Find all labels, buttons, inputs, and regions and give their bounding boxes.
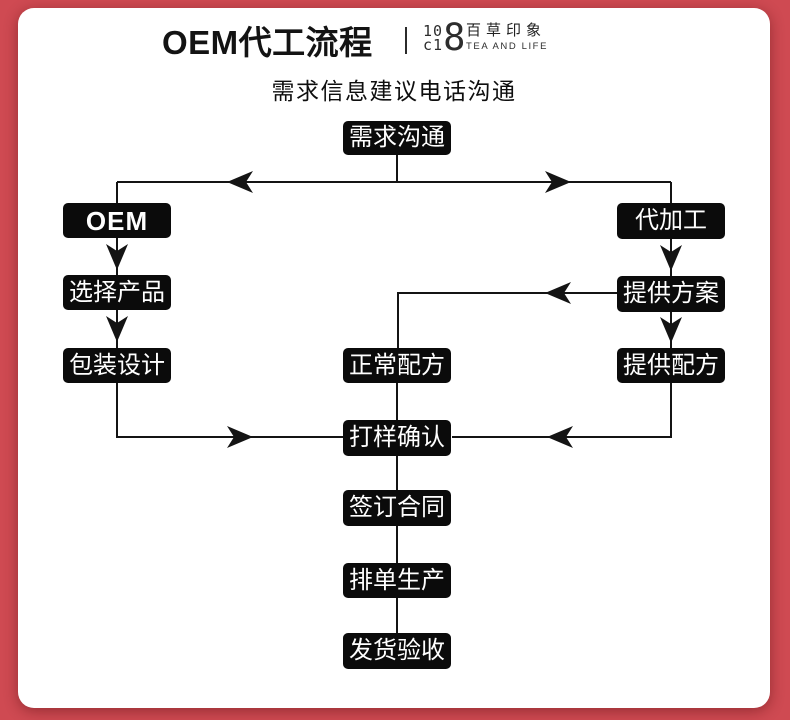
flow-node-schedule-production: 排单生产 — [343, 563, 451, 598]
flow-node-contract-processing: 代加工 — [617, 203, 725, 239]
flow-subtitle: 需求信息建议电话沟通 — [271, 78, 517, 104]
logo-mark-bottom: c1 — [423, 36, 444, 54]
flow-node-package-design: 包装设计 — [63, 348, 171, 383]
flow-node-delivery-acceptance: 发货验收 — [343, 633, 451, 669]
flow-node-sign-contract: 签订合同 — [343, 490, 451, 526]
flow-node-oem: OEM — [63, 203, 171, 238]
flow-node-demand-communication: 需求沟通 — [343, 121, 451, 155]
page-title: OEM代工流程 — [162, 24, 373, 61]
flow-node-normal-formula: 正常配方 — [343, 348, 451, 383]
flow-node-provide-plan: 提供方案 — [617, 276, 725, 312]
logo-mark-eight: 8 — [443, 16, 466, 59]
logo-mark-top: 10 — [423, 21, 444, 40]
brand-tagline: TEA AND LIFE — [466, 41, 549, 52]
brand-name-chinese: 百草印象 — [466, 22, 547, 39]
flow-node-provide-formula: 提供配方 — [617, 348, 725, 383]
brand-logo-108-icon: 10 c1 8 — [423, 16, 465, 60]
flow-node-select-product: 选择产品 — [63, 275, 171, 310]
flow-node-sample-confirmation: 打样确认 — [343, 420, 451, 456]
title-divider — [405, 27, 407, 54]
